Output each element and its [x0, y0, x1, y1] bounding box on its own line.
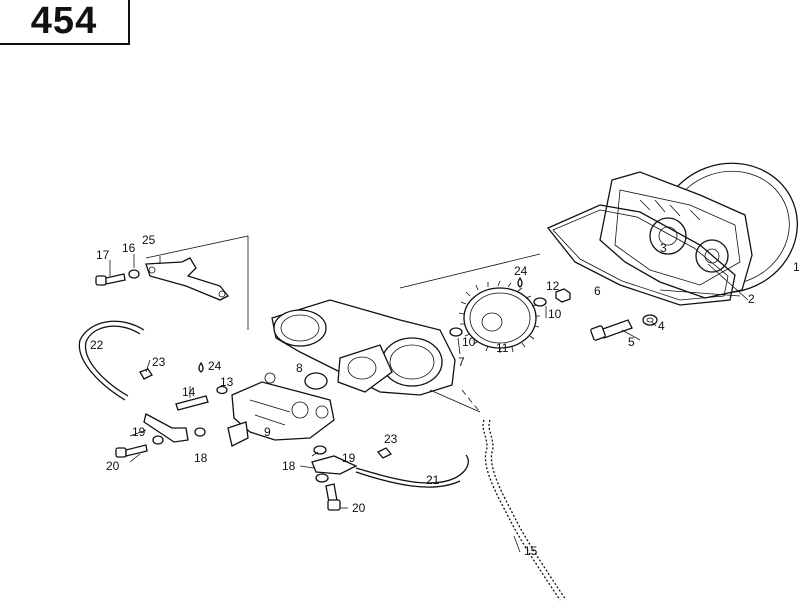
washer-18-right-a: [313, 445, 327, 455]
callout-4: 4: [658, 319, 665, 333]
page-number-box: 454: [0, 0, 130, 45]
callout-14: 14: [182, 385, 196, 399]
washer-13: [216, 385, 228, 395]
page-number: 454: [30, 0, 98, 42]
callout-25: 25: [142, 233, 156, 247]
callout-20a: 20: [106, 459, 120, 473]
bolt-20-left: [115, 444, 148, 458]
washer-18-left-b: [194, 427, 206, 437]
callout-18a: 18: [194, 451, 208, 465]
hose-clamp-23-left: [139, 368, 153, 380]
oil-pump-assembly: [227, 372, 335, 447]
washer-16: [128, 269, 140, 279]
callout-24b: 24: [514, 264, 528, 278]
o-ring-8: [304, 372, 328, 390]
cable-15: [482, 419, 561, 601]
washer-18-right-b: [315, 473, 329, 483]
callout-12: 12: [546, 279, 560, 293]
bolt-20-right: [325, 483, 341, 511]
nut-12: [555, 288, 571, 303]
callout-7: 7: [458, 355, 465, 369]
leader-lines: [109, 235, 749, 553]
callout-21: 21: [426, 473, 440, 487]
callout-23a: 23: [152, 355, 166, 369]
engine-housing: [599, 162, 798, 299]
washer-18-left-a: [152, 435, 164, 445]
gasket-outline: [546, 204, 736, 306]
callout-5: 5: [628, 335, 635, 349]
callout-23b: 23: [384, 432, 398, 446]
callout-15: 15: [524, 544, 538, 558]
callout-8: 8: [296, 361, 303, 375]
oil-pump-housing: [271, 299, 456, 396]
callout-10b: 10: [462, 335, 476, 349]
part-callouts: 1 2 3 4 5 6 7 8 9 10 10 11 12 13 14 15 1…: [90, 233, 800, 558]
banjo-screw-14: [175, 395, 209, 411]
oil-hose-22: [78, 320, 145, 401]
callout-17: 17: [96, 248, 110, 262]
callout-2: 2: [748, 292, 755, 306]
callout-10a: 10: [548, 307, 562, 321]
callout-11: 11: [496, 341, 509, 355]
washer-10-left: [449, 327, 463, 337]
callout-20b: 20: [352, 501, 366, 515]
callout-18b: 18: [282, 459, 296, 473]
washer-10-gear: [533, 297, 547, 307]
banjo-fitting-19-right: [311, 455, 358, 475]
sealant-drop-24-right: [517, 276, 523, 288]
bolt-5: [590, 319, 633, 341]
callout-22: 22: [90, 338, 104, 352]
callout-19a: 19: [132, 425, 146, 439]
callout-16: 16: [122, 241, 136, 255]
bolt-17: [95, 273, 126, 286]
callout-24a: 24: [208, 359, 222, 373]
callout-13: 13: [220, 375, 234, 389]
callout-19b: 19: [342, 451, 356, 465]
sealant-drop-24-left: [198, 361, 204, 373]
callout-3: 3: [660, 241, 667, 255]
oil-pump-gear: [458, 280, 540, 353]
mounting-bracket-25: [145, 257, 230, 301]
callout-9: 9: [264, 425, 271, 439]
banjo-fitting-19-left: [143, 413, 189, 443]
washer-4: [642, 314, 658, 326]
callout-1: 1: [793, 260, 800, 274]
oil-hose-21: [355, 454, 469, 484]
hose-clamp-23-right: [376, 447, 393, 459]
callout-6: 6: [594, 284, 601, 298]
